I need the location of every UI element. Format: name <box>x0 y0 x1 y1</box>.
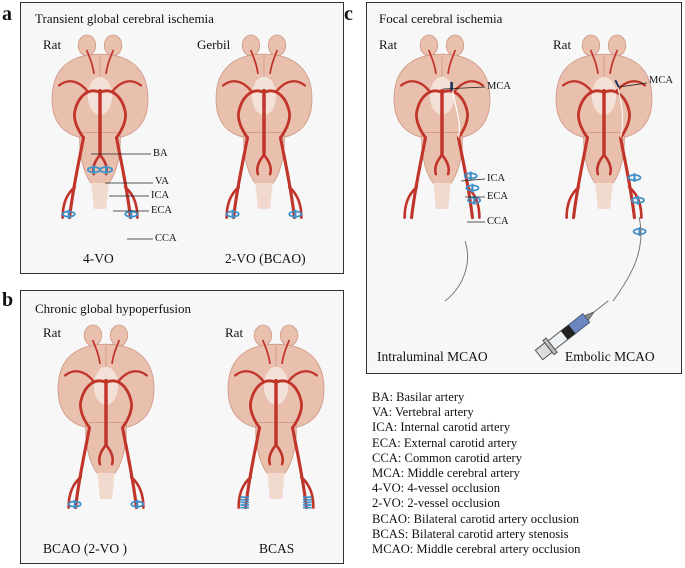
occlusion-clip-icon <box>99 165 114 175</box>
legend-item: VA: Vertebral artery <box>372 405 474 420</box>
panel-a-left-species: Rat <box>43 37 62 52</box>
filament-wire <box>444 240 469 302</box>
legend-item: BCAO: Bilateral carotid artery occlusion <box>372 511 580 526</box>
arteries <box>400 49 484 220</box>
label-mca-right: MCA <box>649 75 673 86</box>
occlusion-clip-icon <box>465 183 480 193</box>
rat-brain-illustration <box>227 324 325 510</box>
abbreviation-legend: BA: Basilar artery VA: Vertebral artery … <box>372 390 580 557</box>
brain-c-left <box>377 34 507 235</box>
label-cca-left: CCA <box>487 216 509 227</box>
rat-brain-illustration <box>215 34 313 220</box>
legend-item: ECA: External carotid artery <box>372 435 518 450</box>
panel-b-left-caption: BCAO (2-VO ) <box>43 541 127 556</box>
panel-b-title: Chronic global hypoperfusion <box>35 301 191 316</box>
panel-c-right-species: Rat <box>553 37 572 52</box>
occlusion-clip-icon <box>627 173 642 182</box>
microcoil-icon <box>302 496 312 509</box>
legend-item: ICA: Internal carotid artery <box>372 420 511 435</box>
occlusion-clip-icon <box>632 227 647 236</box>
panel-b-label: b <box>2 289 14 311</box>
label-mca-left: MCA <box>487 81 511 92</box>
legend-item: BCAS: Bilateral carotid artery stenosis <box>372 526 569 541</box>
legend-item: MCA: Middle cerebral artery <box>372 466 520 481</box>
arteries <box>64 339 148 510</box>
panel-c-label: c <box>344 3 353 25</box>
rat-brain-illustration <box>555 34 653 236</box>
legend-item: BA: Basilar artery <box>372 390 465 404</box>
occlusion-clip-icon <box>225 209 240 219</box>
panel-c-title: Focal cerebral ischemia <box>379 11 503 26</box>
legend-item: CCA: Common carotid artery <box>372 450 523 465</box>
label-eca-left: ECA <box>487 191 508 202</box>
label-ica: ICA <box>151 190 170 201</box>
rat-brain-illustration <box>393 34 491 220</box>
occlusion-clip-icon <box>288 209 303 219</box>
panel-a-right-caption: 2-VO (BCAO) <box>225 251 306 266</box>
brain-a-right <box>199 34 329 235</box>
panel-b-right-species: Rat <box>225 325 244 340</box>
panel-c-left-caption: Intraluminal MCAO <box>377 349 488 364</box>
panel-a-right-species: Gerbil <box>197 37 231 52</box>
occlusion-clip-icon <box>67 499 82 509</box>
arteries <box>234 339 318 510</box>
panel-a-left-caption: 4-VO <box>83 251 114 266</box>
panel-a: Transient global cerebral ischemia Rat G… <box>20 2 344 274</box>
label-va: VA <box>155 176 169 187</box>
brain-b-right <box>211 324 341 525</box>
microcoil-icon <box>240 496 250 509</box>
label-eca: ECA <box>151 205 172 216</box>
panel-b-left-species: Rat <box>43 325 62 340</box>
occlusion-clip-icon <box>630 195 645 205</box>
panel-c-right-caption: Embolic MCAO <box>565 349 655 364</box>
legend-item: MCAO: Middle cerebral artery occlusion <box>372 542 581 557</box>
brain-c-right <box>539 34 669 236</box>
panel-a-title: Transient global cerebral ischemia <box>35 11 214 26</box>
occlusion-clip-icon <box>124 209 139 219</box>
label-cca: CCA <box>155 233 177 244</box>
legend-item: 2-VO: 2-vessel occlusion <box>372 496 501 511</box>
panel-a-label: a <box>2 3 12 25</box>
panel-c: Focal cerebral ischemia Rat Rat <box>366 2 682 374</box>
occlusion-clip-icon <box>130 499 145 509</box>
rat-brain-illustration <box>51 34 149 220</box>
arteries <box>222 49 306 220</box>
panel-c-left-species: Rat <box>379 37 398 52</box>
brain-a-left <box>35 34 165 235</box>
brain-b-left <box>41 324 171 525</box>
panel-b-right-caption: BCAS <box>259 541 295 556</box>
occlusion-clip-icon <box>61 209 76 219</box>
panel-b: Chronic global hypoperfusion Rat Rat <box>20 290 344 564</box>
rat-brain-illustration <box>57 324 155 510</box>
label-ba: BA <box>153 148 168 159</box>
legend-item: 4-VO: 4-vessel occlusion <box>372 481 501 496</box>
label-ica-left: ICA <box>487 173 506 184</box>
